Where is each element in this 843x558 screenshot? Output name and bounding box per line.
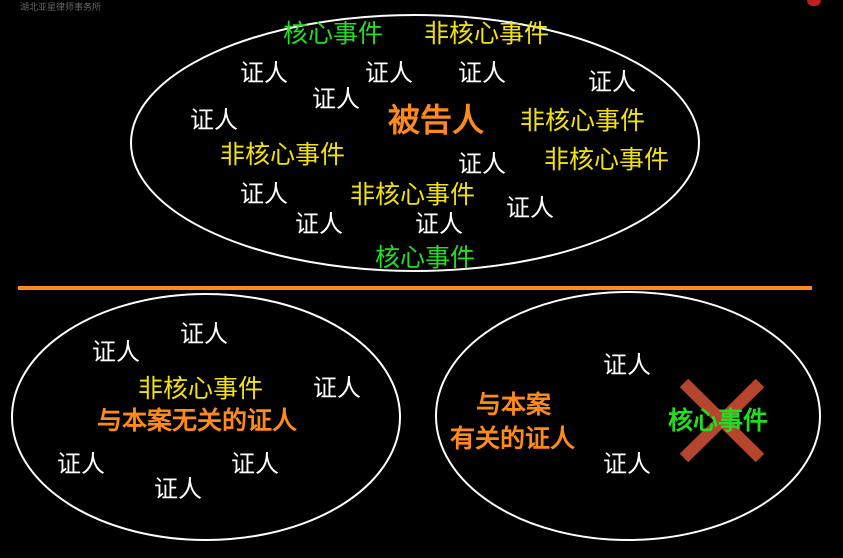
- witness: 证人: [458, 150, 506, 178]
- witness: 证人: [240, 59, 288, 87]
- witness: 证人: [415, 210, 463, 238]
- bottom-right-ellipse: [435, 291, 821, 541]
- witness: 证人: [313, 374, 361, 402]
- noncore-event: 非核心事件: [544, 145, 670, 174]
- noncore-event: 非核心事件: [138, 374, 264, 403]
- bottom-left-ellipse: [11, 293, 401, 541]
- relevant-witness-label-line2: 有关的证人: [450, 424, 576, 453]
- witness: 证人: [588, 68, 636, 96]
- witness: 证人: [312, 85, 360, 113]
- witness: 证人: [603, 450, 651, 478]
- witness: 证人: [92, 338, 140, 366]
- core-event-crossed: 核心事件: [668, 406, 769, 435]
- top-ellipse: [130, 14, 700, 272]
- noncore-event: 非核心事件: [520, 106, 646, 135]
- witness: 证人: [154, 475, 202, 503]
- witness: 证人: [240, 180, 288, 208]
- witness: 证人: [231, 450, 279, 478]
- witness: 证人: [190, 106, 238, 134]
- witness: 证人: [506, 194, 554, 222]
- witness: 证人: [57, 450, 105, 478]
- core-event-bottom: 核心事件: [375, 243, 476, 272]
- logo-mark: [807, 0, 821, 6]
- witness: 证人: [365, 59, 413, 87]
- relevant-witness-label-line1: 与本案: [476, 390, 552, 419]
- noncore-event: 非核心事件: [350, 180, 476, 209]
- defendant-label: 被告人: [388, 101, 485, 139]
- witness: 证人: [458, 59, 506, 87]
- witness: 证人: [295, 210, 343, 238]
- core-event-top: 核心事件: [283, 19, 384, 48]
- noncore-event: 非核心事件: [424, 19, 550, 48]
- witness: 证人: [603, 351, 651, 379]
- cross-icon: [679, 378, 765, 463]
- header-text: 湖北亚星律师事务所: [20, 3, 102, 13]
- noncore-event: 非核心事件: [220, 140, 346, 169]
- witness: 证人: [180, 320, 228, 348]
- irrelevant-witness-label: 与本案无关的证人: [97, 406, 298, 435]
